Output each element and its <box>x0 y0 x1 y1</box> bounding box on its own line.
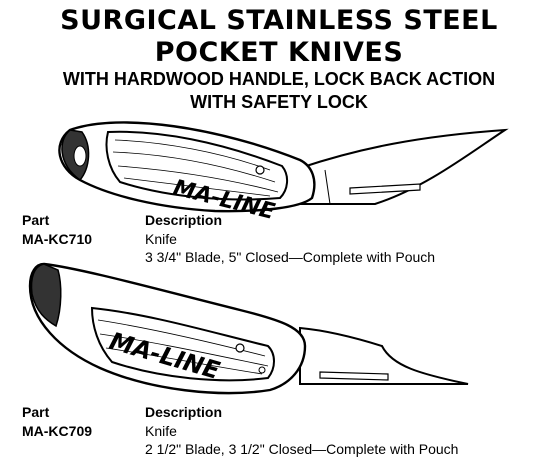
part-header-2: Part <box>22 404 50 420</box>
subtitle-line-1: WITH HARDWOOD HANDLE, LOCK BACK ACTION <box>62 69 496 89</box>
subtitle-line-2: WITH SAFETY LOCK <box>190 92 368 112</box>
description-header-2: Description <box>145 404 223 420</box>
page-title-line-1: SURGICAL STAINLESS STEEL <box>60 5 498 36</box>
part-number-1: MA-KC710 <box>22 231 93 247</box>
knife-illustration-large: MA-LINE <box>58 121 509 220</box>
description-detail-2: 2 1/2" Blade, 3 1/2" Closed—Complete wit… <box>145 441 459 457</box>
part-number-2: MA-KC709 <box>22 423 93 439</box>
knife-blade <box>299 326 469 385</box>
knife-illustration-small: MA-LINE <box>28 262 469 395</box>
description-name-1: Knife <box>145 231 177 247</box>
description-name-2: Knife <box>145 423 177 439</box>
description-detail-1: 3 3/4" Blade, 5" Closed—Complete with Po… <box>145 249 436 265</box>
part-header-1: Part <box>22 212 50 228</box>
page-title-line-2: POCKET KNIVES <box>154 37 404 68</box>
description-header-1: Description <box>145 212 223 228</box>
knife-blade <box>299 128 509 205</box>
